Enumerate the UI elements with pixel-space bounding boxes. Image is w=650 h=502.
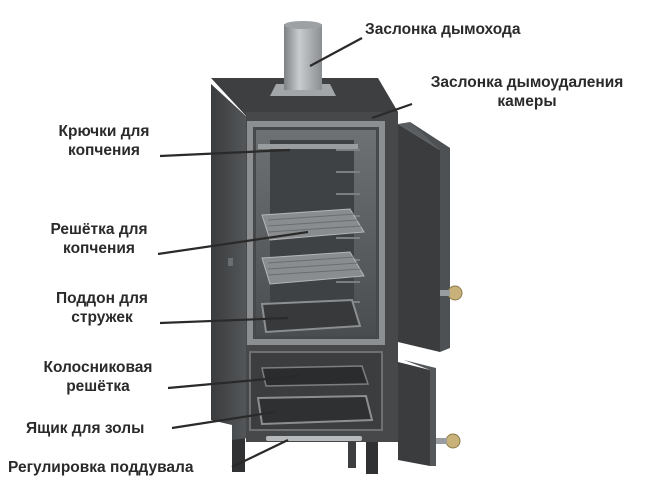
label-tray: Поддон для стружек (42, 289, 162, 327)
label-tray-line2: стружек (71, 309, 133, 326)
label-chamber-damper: Заслонка дымоудаления камеры (414, 73, 640, 111)
grill-upper (261, 208, 365, 241)
label-grill-line2: копчения (63, 240, 135, 257)
leg-back (348, 438, 356, 468)
lower-door-knob-stem (436, 438, 447, 444)
label-hooks: Крючки для копчения (46, 122, 162, 160)
label-hooks-line2: копчения (68, 142, 140, 159)
label-chamber-damper-line1: Заслонка дымоудаления (430, 74, 624, 91)
hinge (228, 258, 233, 266)
lower-door-knob (445, 433, 461, 449)
upper-door (398, 124, 440, 352)
ash-drawer (256, 394, 374, 426)
lower-door-face (404, 360, 436, 466)
chimney-pipe (284, 24, 322, 90)
label-grate-line1: Колосниковая (43, 359, 153, 376)
air-rod (266, 436, 362, 441)
grill-lower (261, 251, 365, 285)
label-grill-line1: Решётка для (50, 221, 148, 238)
fire-grate (261, 365, 370, 387)
label-chamber-damper-line2: камеры (497, 93, 557, 110)
label-chimney-damper: Заслонка дымохода (365, 21, 521, 38)
label-air-control: Регулировка поддувала (8, 459, 194, 476)
leg-right (366, 432, 378, 474)
leader-lines (157, 37, 413, 468)
label-ash-box: Ящик для золы (26, 420, 145, 437)
chip-tray (260, 298, 362, 334)
label-tray-line1: Поддон для (56, 290, 148, 307)
hook-rail (258, 144, 358, 149)
lower-door (398, 362, 430, 466)
label-grate-line2: решётка (66, 378, 130, 395)
chamber-frame (247, 121, 385, 345)
chimney-top (284, 21, 322, 29)
upper-door-knob-stem (440, 290, 450, 296)
label-grate: Колосниковая решётка (28, 358, 168, 396)
upper-door-knob (447, 285, 463, 301)
top-panel (211, 78, 398, 118)
label-hooks-line1: Крючки для (58, 123, 150, 140)
label-grill: Решётка для копчения (36, 220, 162, 258)
